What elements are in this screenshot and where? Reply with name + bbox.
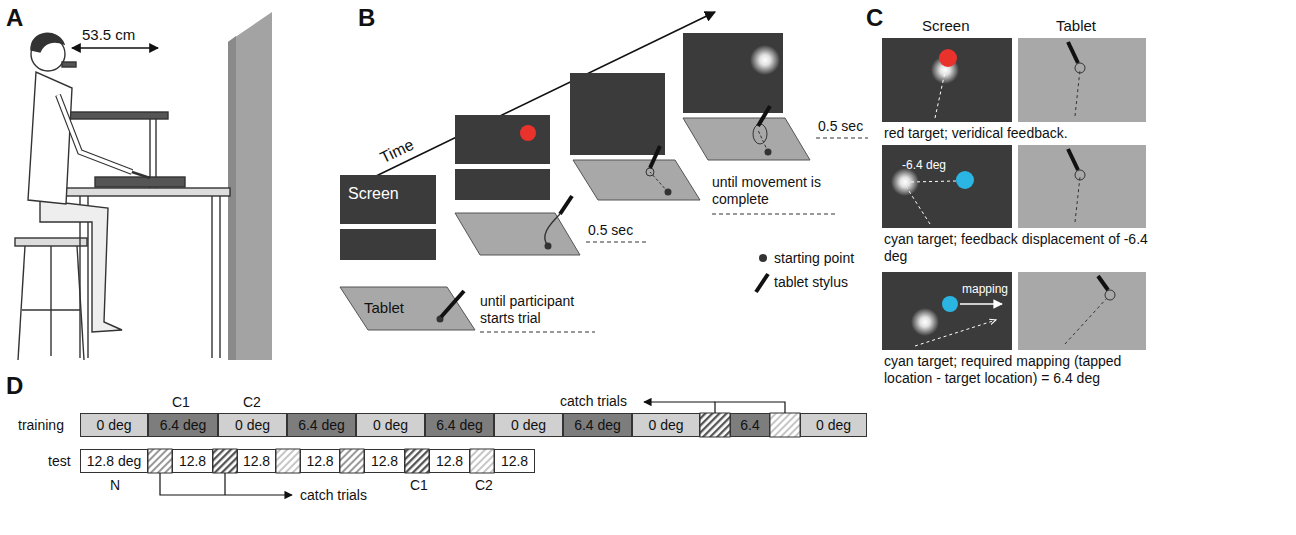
phase-label: until movement is complete bbox=[712, 174, 836, 208]
test-block: 12.8 bbox=[429, 449, 470, 473]
condition-caption: red target; veridical feedback. bbox=[884, 125, 1156, 142]
node-text: 12.8 bbox=[501, 453, 528, 469]
node-text: Tablet bbox=[364, 299, 476, 316]
condition-caption: cyan target; required mapping (tapped lo… bbox=[884, 353, 1156, 387]
node-text: 0 deg bbox=[235, 417, 270, 433]
test-block: 12.8 bbox=[172, 449, 213, 473]
catch-label: C1 bbox=[410, 477, 428, 494]
baseline-block: 0 deg bbox=[356, 413, 425, 437]
setup-illustration bbox=[15, 12, 272, 360]
test-block: 12.8 bbox=[364, 449, 405, 473]
duration-label: 0.5 sec bbox=[818, 118, 863, 135]
node-text: Screen bbox=[348, 185, 436, 203]
rotation-block: 6.4 deg bbox=[563, 413, 632, 437]
node-text: 6.4 deg bbox=[436, 417, 483, 433]
node-text: 0 deg bbox=[96, 417, 131, 433]
test-block: 12.8 deg bbox=[80, 449, 148, 473]
test-block: 12.8 bbox=[494, 449, 535, 473]
baseline-block: 0 deg bbox=[218, 413, 287, 437]
test-block: 12.8 bbox=[237, 449, 276, 473]
tablet-outline bbox=[340, 287, 476, 331]
legend-label: starting point bbox=[774, 250, 854, 267]
catch-trials-label: catch trials bbox=[300, 487, 367, 504]
baseline-block: 0 deg bbox=[80, 413, 148, 437]
test-block: 12.8 bbox=[300, 449, 340, 473]
panel-letter: D bbox=[6, 372, 23, 401]
column-header: Tablet bbox=[1056, 17, 1096, 35]
start-bar bbox=[340, 224, 436, 229]
duration-label: 0.5 sec bbox=[588, 222, 633, 239]
rotation-block: 6.4 deg bbox=[287, 413, 356, 437]
catch-trial-bracket bbox=[160, 402, 785, 495]
tablet-surface: Tablet bbox=[340, 287, 476, 331]
displacement-label: -6.4 deg bbox=[902, 158, 946, 172]
node-text: 0 deg bbox=[648, 417, 683, 433]
axis-label: Time bbox=[377, 135, 417, 167]
baseline-block: 0 deg bbox=[632, 413, 700, 437]
baseline-block: 0 deg bbox=[800, 413, 867, 437]
catch-label: N bbox=[110, 477, 120, 494]
node-text: 12.8 bbox=[306, 453, 333, 469]
catch-trials-label: catch trials bbox=[560, 393, 627, 410]
baseline-block: 0 deg bbox=[494, 413, 563, 437]
condition-illustration bbox=[882, 38, 1146, 350]
node-text: 12.8 bbox=[436, 453, 463, 469]
screen-display: Screen bbox=[340, 175, 436, 260]
node-text: 0 deg bbox=[373, 417, 408, 433]
node-text: 12.8 bbox=[371, 453, 398, 469]
row-label: test bbox=[48, 453, 71, 470]
catch-label: C2 bbox=[243, 394, 261, 411]
rotation-block: 6.4 deg bbox=[148, 413, 218, 437]
panel-letter: A bbox=[6, 4, 23, 33]
catch-label: C1 bbox=[172, 394, 190, 411]
node-text: 6.4 bbox=[740, 417, 759, 433]
node-text: 6.4 deg bbox=[298, 417, 345, 433]
legend-label: tablet stylus bbox=[774, 274, 848, 291]
mapping-label: mapping bbox=[962, 282, 1008, 296]
node-text: 6.4 deg bbox=[160, 417, 207, 433]
catch-trial-blocks bbox=[148, 413, 800, 473]
phase-label: until participant starts trial bbox=[480, 293, 598, 327]
catch-label: C2 bbox=[475, 477, 493, 494]
node-text: 12.8 deg bbox=[87, 453, 142, 469]
rotation-block: 6.4 bbox=[730, 413, 770, 437]
node-text: 0 deg bbox=[816, 417, 851, 433]
panel-letter: B bbox=[358, 4, 375, 33]
node-text: 6.4 deg bbox=[574, 417, 621, 433]
node-text: 12.8 bbox=[179, 453, 206, 469]
column-header: Screen bbox=[922, 17, 970, 35]
rotation-block: 6.4 deg bbox=[425, 413, 494, 437]
panel-letter: C bbox=[866, 4, 883, 33]
node-text: 0 deg bbox=[511, 417, 546, 433]
row-label: training bbox=[18, 417, 64, 434]
node-text: 12.8 bbox=[243, 453, 270, 469]
condition-caption: cyan target; feedback displacement of -6… bbox=[884, 231, 1156, 265]
distance-label: 53.5 cm bbox=[82, 26, 135, 44]
timeline-illustration bbox=[372, 12, 868, 332]
